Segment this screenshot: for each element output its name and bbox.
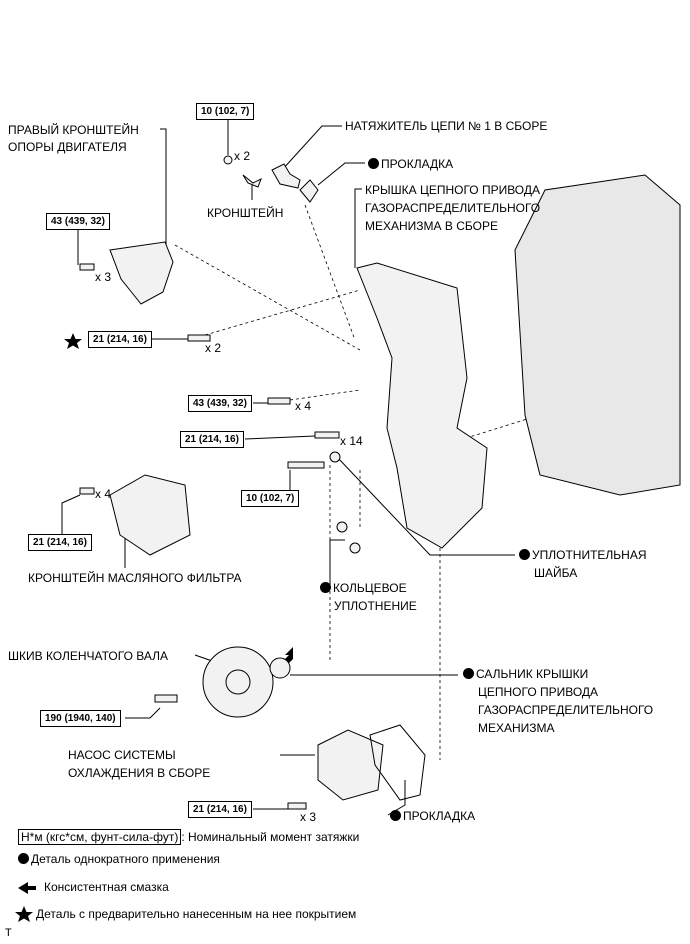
- torque-box: 43 (439, 32): [46, 213, 110, 230]
- non-reusable-dot-icon: [18, 853, 29, 864]
- footer-mark: T: [5, 927, 12, 939]
- bolt: [79, 487, 95, 495]
- label-text: ПРОКЛАДКА: [403, 809, 476, 823]
- quantity: x 3: [95, 270, 112, 284]
- label-oring: УПЛОТНЕНИЕ: [334, 599, 417, 613]
- bolt: [154, 694, 178, 703]
- legend-torque-unit: Н*м (кгс*см, фунт-сила-фут): [18, 829, 182, 845]
- oring-part: [349, 542, 361, 554]
- label-oring: КОЛЬЦЕВОЕ: [320, 579, 407, 597]
- quantity: x 14: [340, 434, 363, 448]
- label-oil-filter-bracket: КРОНШТЕЙН МАСЛЯНОГО ФИЛЬТРА: [28, 571, 242, 585]
- quantity: x 4: [295, 399, 312, 413]
- label-tensioner: НАТЯЖИТЕЛЬ ЦЕПИ № 1 В СБОРЕ: [345, 119, 548, 133]
- washer-part: [329, 451, 341, 463]
- legend-torque-desc: : Номинальный момент затяжки: [181, 830, 360, 844]
- non-reusable-dot-icon: [463, 668, 474, 679]
- quantity: x 2: [205, 341, 222, 355]
- quantity: x 3: [300, 810, 317, 824]
- leader-t7: [61, 494, 81, 534]
- bolt: [267, 397, 291, 405]
- timing-cover-part: [356, 262, 488, 549]
- label-pulley: ШКИВ КОЛЕНЧАТОГО ВАЛА: [8, 649, 168, 663]
- label-text: КОЛЬЦЕВОЕ: [333, 581, 407, 595]
- gasket-bottom-part: [369, 724, 426, 801]
- non-reusable-dot-icon: [390, 810, 401, 821]
- bracket-part: [242, 174, 262, 188]
- leader-cover: [354, 188, 362, 268]
- star-icon: [64, 333, 82, 349]
- torque-box: 21 (214, 16): [28, 534, 92, 551]
- gasket-top-part: [299, 179, 319, 203]
- label-cover: ГАЗОРАСПРЕДЕЛИТЕЛЬНОГО: [365, 201, 541, 215]
- leader-washer: [337, 457, 515, 556]
- oil-seal-part: [269, 657, 291, 679]
- grease-arrow-icon: [18, 882, 36, 894]
- torque-box: 10 (102, 7): [241, 490, 300, 507]
- label-text: САЛЬНИК КРЫШКИ: [476, 667, 589, 681]
- label-seal: ГАЗОРАСПРЕДЕЛИТЕЛЬНОГО: [478, 703, 654, 717]
- nut: [223, 155, 233, 165]
- star-icon: [15, 906, 33, 922]
- leader-tensioner: [281, 125, 342, 171]
- engine-block-part: [514, 174, 681, 496]
- torque-box: 10 (102, 7): [196, 103, 255, 120]
- torque-box: 21 (214, 16): [88, 331, 152, 348]
- legend-torque: Н*м (кгс*см, фунт-сила-фут): Номинальный…: [18, 829, 360, 845]
- bolt: [79, 263, 95, 271]
- oil-filter-bracket-part: [109, 474, 191, 556]
- leader-engine-mount: [160, 128, 167, 245]
- water-pump-part: [317, 729, 384, 801]
- label-washer: УПЛОТНИТЕЛЬНАЯ: [519, 546, 647, 564]
- label-bracket: КРОНШТЕЙН: [207, 206, 284, 220]
- legend-non-reusable: Деталь однократного применения: [18, 852, 220, 866]
- label-seal: МЕХАНИЗМА: [478, 721, 555, 735]
- tensioner-part: [271, 163, 301, 189]
- torque-box: 190 (1940, 140): [40, 710, 121, 727]
- label-pump: НАСОС СИСТЕМЫ: [68, 748, 176, 762]
- label-engine-mount: ОПОРЫ ДВИГАТЕЛЯ: [8, 140, 127, 154]
- bolt: [187, 334, 211, 342]
- non-reusable-dot-icon: [368, 158, 379, 169]
- label-gasket-top: ПРОКЛАДКА: [368, 155, 453, 173]
- label-seal: ЦЕПНОГО ПРИВОДА: [478, 685, 599, 699]
- legend-grease: Консистентная смазка: [44, 880, 169, 894]
- label-text: УПЛОТНИТЕЛЬНАЯ: [532, 548, 647, 562]
- quantity: x 4: [95, 487, 112, 501]
- bolt: [287, 461, 325, 469]
- legend-precoated: Деталь с предварительно нанесенным на не…: [36, 907, 357, 921]
- label-engine-mount: ПРАВЫЙ КРОНШТЕЙН: [8, 123, 139, 137]
- label-washer: ШАЙБА: [534, 566, 578, 580]
- engine-mount-part: [109, 241, 174, 305]
- bolt: [287, 802, 307, 810]
- label-seal: САЛЬНИК КРЫШКИ: [463, 665, 588, 683]
- label-pump: ОХЛАЖДЕНИЯ В СБОРЕ: [68, 766, 211, 780]
- torque-box: 21 (214, 16): [188, 801, 252, 818]
- bolt: [314, 431, 340, 439]
- leader-gasket: [317, 162, 365, 186]
- torque-box: 21 (214, 16): [180, 431, 244, 448]
- leader-t8: [125, 707, 161, 719]
- grease-arrow-icon: [285, 647, 293, 663]
- label-text: ПРОКЛАДКА: [381, 157, 454, 171]
- torque-box: 43 (439, 32): [188, 395, 252, 412]
- leader-t5: [244, 435, 316, 440]
- non-reusable-dot-icon: [519, 549, 530, 560]
- legend-text: Деталь однократного применения: [31, 852, 220, 866]
- label-cover: МЕХАНИЗМА В СБОРЕ: [365, 219, 498, 233]
- non-reusable-dot-icon: [320, 582, 331, 593]
- quantity: x 2: [234, 149, 251, 163]
- label-gasket-bottom: ПРОКЛАДКА: [390, 807, 475, 825]
- oring-part: [336, 521, 348, 533]
- label-cover: КРЫШКА ЦЕПНОГО ПРИВОДА: [365, 183, 541, 197]
